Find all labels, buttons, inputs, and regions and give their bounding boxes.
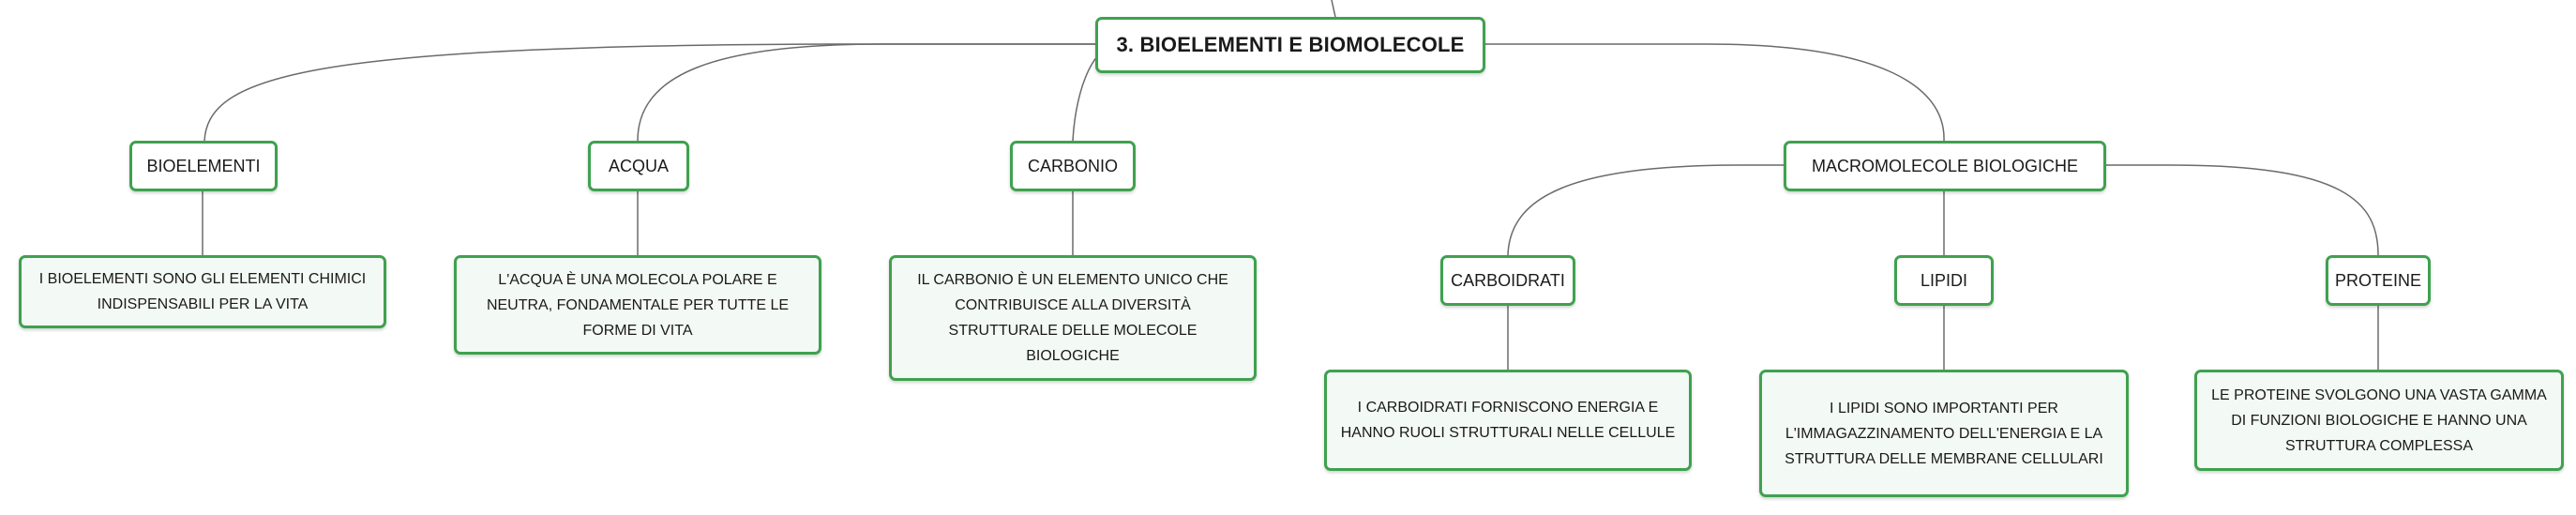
topic-macromolecole-label: MACROMOLECOLE BIOLOGICHE [1811,156,2079,175]
desc-acqua[interactable]: L'ACQUA È UNA MOLECOLA POLARE E NEUTRA, … [454,255,821,355]
connector-macro-proteine [2104,164,2379,256]
desc-proteine[interactable]: LE PROTEINE SVOLGONO UNA VASTA GAMMA DI … [2194,370,2564,471]
desc-acqua-text: L'ACQUA È UNA MOLECOLA POLARE E NEUTRA, … [486,271,790,339]
subtopic-proteine[interactable]: PROTEINE [2326,255,2431,306]
topic-acqua[interactable]: ACQUA [588,141,689,191]
desc-carbonio[interactable]: IL CARBONIO È UN ELEMENTO UNICO CHE CONT… [889,255,1257,381]
topic-macromolecole[interactable]: MACROMOLECOLE BIOLOGICHE [1784,141,2106,191]
topic-carbonio-label: CARBONIO [1027,156,1118,175]
desc-carboidrati-text: I CARBOIDRATI FORNISCONO ENERGIA E HANNO… [1340,400,1676,441]
root-label: 3. BIOELEMENTI E BIOMOLECOLE [1116,33,1465,56]
subtopic-lipidi-label: LIPIDI [1920,270,1968,290]
desc-bioelementi-text: I BIOELEMENTI SONO GLI ELEMENTI CHIMICI … [38,271,367,312]
topic-bioelementi-label: BIOELEMENTI [146,156,261,175]
subtopic-carboidrati-label: CARBOIDRATI [1451,270,1565,290]
desc-carboidrati[interactable]: I CARBOIDRATI FORNISCONO ENERGIA E HANNO… [1324,370,1692,471]
desc-carbonio-text: IL CARBONIO È UN ELEMENTO UNICO CHE CONT… [917,272,1228,364]
desc-lipidi-text: I LIPIDI SONO IMPORTANTI PER L'IMMAGAZZI… [1785,400,2103,467]
connector-parent-to-root [1331,0,1336,18]
root-node[interactable]: 3. BIOELEMENTI E BIOMOLECOLE [1095,17,1485,73]
topic-carbonio[interactable]: CARBONIO [1010,141,1136,191]
topic-bioelementi[interactable]: BIOELEMENTI [129,141,278,191]
subtopic-lipidi[interactable]: LIPIDI [1894,255,1994,306]
connector-root-acqua [637,43,1095,142]
desc-bioelementi[interactable]: I BIOELEMENTI SONO GLI ELEMENTI CHIMICI … [19,255,386,328]
connector-root-macromolecole [1484,43,1945,142]
subtopic-carboidrati[interactable]: CARBOIDRATI [1440,255,1575,306]
topic-acqua-label: ACQUA [608,156,669,175]
connector-macro-carboidrati [1507,164,1784,256]
subtopic-proteine-label: PROTEINE [2334,270,2421,290]
connector-root-bioelementi [203,43,1095,142]
desc-proteine-text: LE PROTEINE SVOLGONO UNA VASTA GAMMA DI … [2211,386,2547,454]
desc-lipidi[interactable]: I LIPIDI SONO IMPORTANTI PER L'IMMAGAZZI… [1759,370,2129,497]
